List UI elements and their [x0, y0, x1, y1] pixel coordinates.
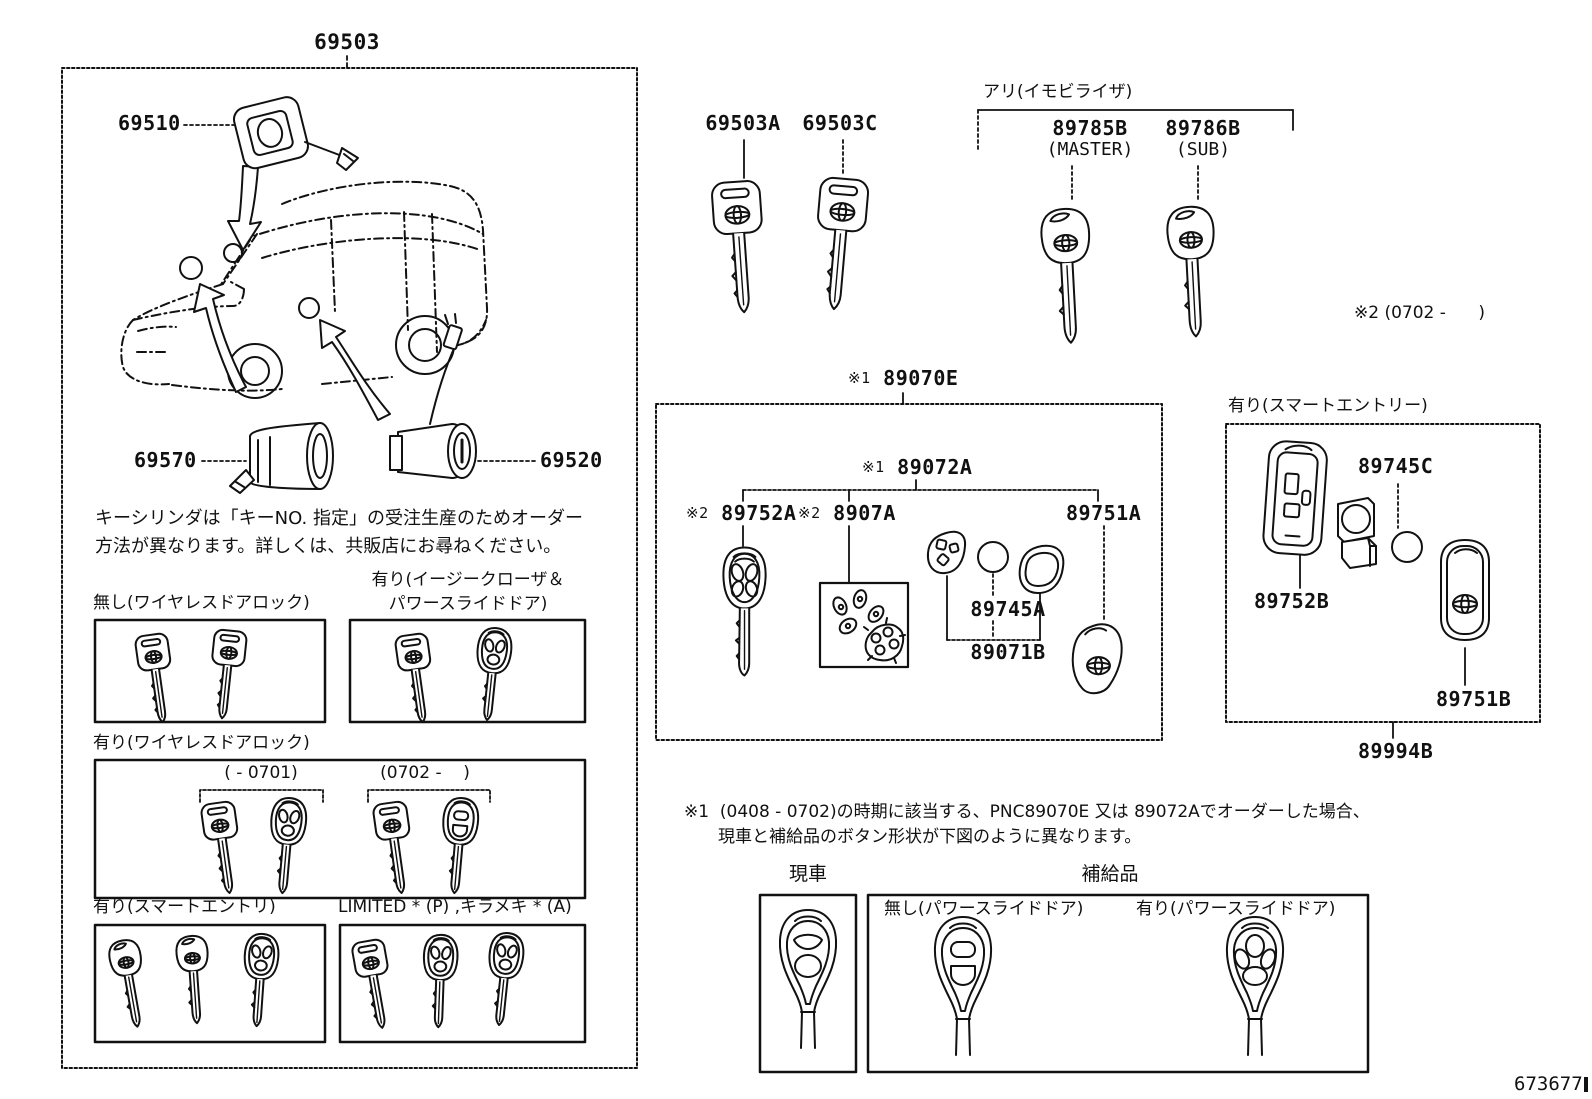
ignition-cylinder-drawing	[231, 95, 358, 171]
no-psd-head	[935, 917, 991, 1055]
box-limited-keys	[340, 925, 585, 1042]
leader-lines	[184, 56, 1465, 802]
label-no-wireless: 無し(ワイヤレスドアロック)	[93, 593, 310, 613]
label-smart-entry-keys: 有り(スマートエントリ)	[93, 897, 276, 917]
box-smart-entry-keys	[95, 925, 325, 1042]
label-8907a: ※2 8907A	[798, 501, 896, 525]
note-line1: キーシリンダは「キーNO. 指定」の受注生産のためオーダー	[95, 508, 583, 529]
label-no-psd: 無し(パワースライドドア)	[884, 899, 1084, 919]
label-easy-closer-2: パワースライドドア)	[388, 594, 548, 614]
transmitter-box	[656, 404, 1162, 740]
label-smart-entry-title: 有り(スマートエントリー)	[1228, 396, 1428, 416]
vehicle-outline	[121, 182, 487, 391]
pointer-arrows	[194, 166, 390, 420]
label-89071b: 89071B	[970, 640, 1046, 664]
ref-mark-1: ※1	[848, 369, 871, 387]
ref-mark-3: ※2	[686, 504, 709, 522]
keys-easy-closer	[393, 625, 515, 725]
label-current-vehicle: 現車	[788, 863, 827, 885]
label-69503: 69503	[314, 30, 380, 54]
switch-parts-drawing	[831, 589, 905, 663]
current-vehicle-head	[780, 910, 836, 1048]
label-limited-keys: LIMITED * (P) ,キラメキ * (A)	[338, 897, 572, 917]
label-69510: 69510	[118, 111, 181, 135]
ref-mark-2: ※1	[862, 458, 885, 476]
battery-89745c-drawing	[1392, 532, 1422, 562]
label-89745c: 89745C	[1358, 454, 1434, 478]
keys-wireless-late	[371, 795, 481, 896]
label-89751b: 89751B	[1436, 687, 1512, 711]
label-89752b: 89752B	[1254, 589, 1330, 613]
label-89745a: 89745A	[970, 597, 1046, 621]
case-lower-drawing	[1262, 440, 1328, 556]
with-psd-head	[1227, 917, 1283, 1055]
fob-89751a-drawing	[1071, 623, 1123, 695]
key-blank-69503a	[710, 179, 769, 315]
battery-drawing	[978, 542, 1008, 572]
keys-limited	[350, 930, 527, 1032]
button-cover-drawing	[1020, 546, 1064, 593]
label-note-0702: ※2 (0702 - )	[1354, 303, 1485, 323]
button-pad-drawing	[928, 532, 965, 573]
label-with-wireless: 有り(ワイヤレスドアロック)	[93, 733, 310, 753]
label-69570: 69570	[134, 448, 197, 472]
clipped-character	[1583, 1077, 1588, 1092]
label-89994b: 89994B	[1358, 739, 1434, 763]
key-master	[1039, 206, 1096, 345]
smart-entry-box	[1226, 424, 1540, 722]
label-supply-parts: 補給品	[1081, 863, 1139, 885]
left-outer-box	[62, 68, 637, 1068]
lock-position-markers	[180, 244, 319, 318]
note-line2: 方法が異なります。詳しくは、共販店にお尋ねください。	[95, 536, 562, 557]
doc-number: 673677	[1514, 1073, 1588, 1096]
label-89785b: 89785B	[1052, 116, 1128, 140]
keys-wireless-early	[199, 795, 309, 896]
ref-mark-4: ※2	[798, 504, 821, 522]
label-sub-tag: (SUB)	[1175, 139, 1231, 160]
key-blank-69503c	[809, 175, 871, 313]
box-with-wireless	[95, 760, 585, 898]
label-69503c: 69503C	[802, 111, 878, 135]
box-no-wireless	[95, 620, 325, 722]
label-easy-closer-1: 有り(イージークローザ＆	[371, 570, 565, 590]
fob-89751b-drawing	[1440, 539, 1490, 641]
back-door-cylinder-drawing	[390, 314, 476, 478]
supply-parts-box	[868, 895, 1368, 1072]
label-immobilizer-title: アリ(イモビライザ)	[983, 82, 1133, 102]
label-89786b: 89786B	[1165, 116, 1241, 140]
label-89070e: ※1 89070E	[848, 366, 959, 390]
remote-key-89752a	[722, 546, 767, 677]
current-vehicle-box	[760, 895, 856, 1072]
smart-module-drawing	[1338, 498, 1376, 568]
footnote-line2: 現車と補給品のボタン形状が下図のように異なります。	[718, 827, 1142, 847]
key-sub	[1165, 204, 1220, 339]
frame-boxes	[62, 68, 1540, 1072]
label-69503a: 69503A	[705, 111, 781, 135]
box-easy-closer	[350, 620, 585, 722]
label-master-tag: (MASTER)	[1046, 139, 1134, 160]
footnote-line1: ※1 (0408 - 0702)の時期に該当する、PNC89070E 又は 89…	[684, 802, 1370, 822]
keys-smart-entry	[106, 932, 281, 1030]
label-89752a: ※2 89752A	[686, 501, 797, 525]
label-range-late: (0702 - )	[380, 763, 470, 783]
label-69520: 69520	[540, 448, 603, 472]
keys-no-wireless	[133, 628, 248, 725]
label-range-early: ( - 0701)	[224, 763, 298, 783]
door-cylinder-drawing	[230, 423, 333, 493]
label-89072a: ※1 89072A	[862, 455, 973, 479]
label-with-psd: 有り(パワースライドドア)	[1136, 899, 1336, 919]
label-89751a: 89751A	[1066, 501, 1142, 525]
switch-parts-box	[820, 583, 908, 667]
